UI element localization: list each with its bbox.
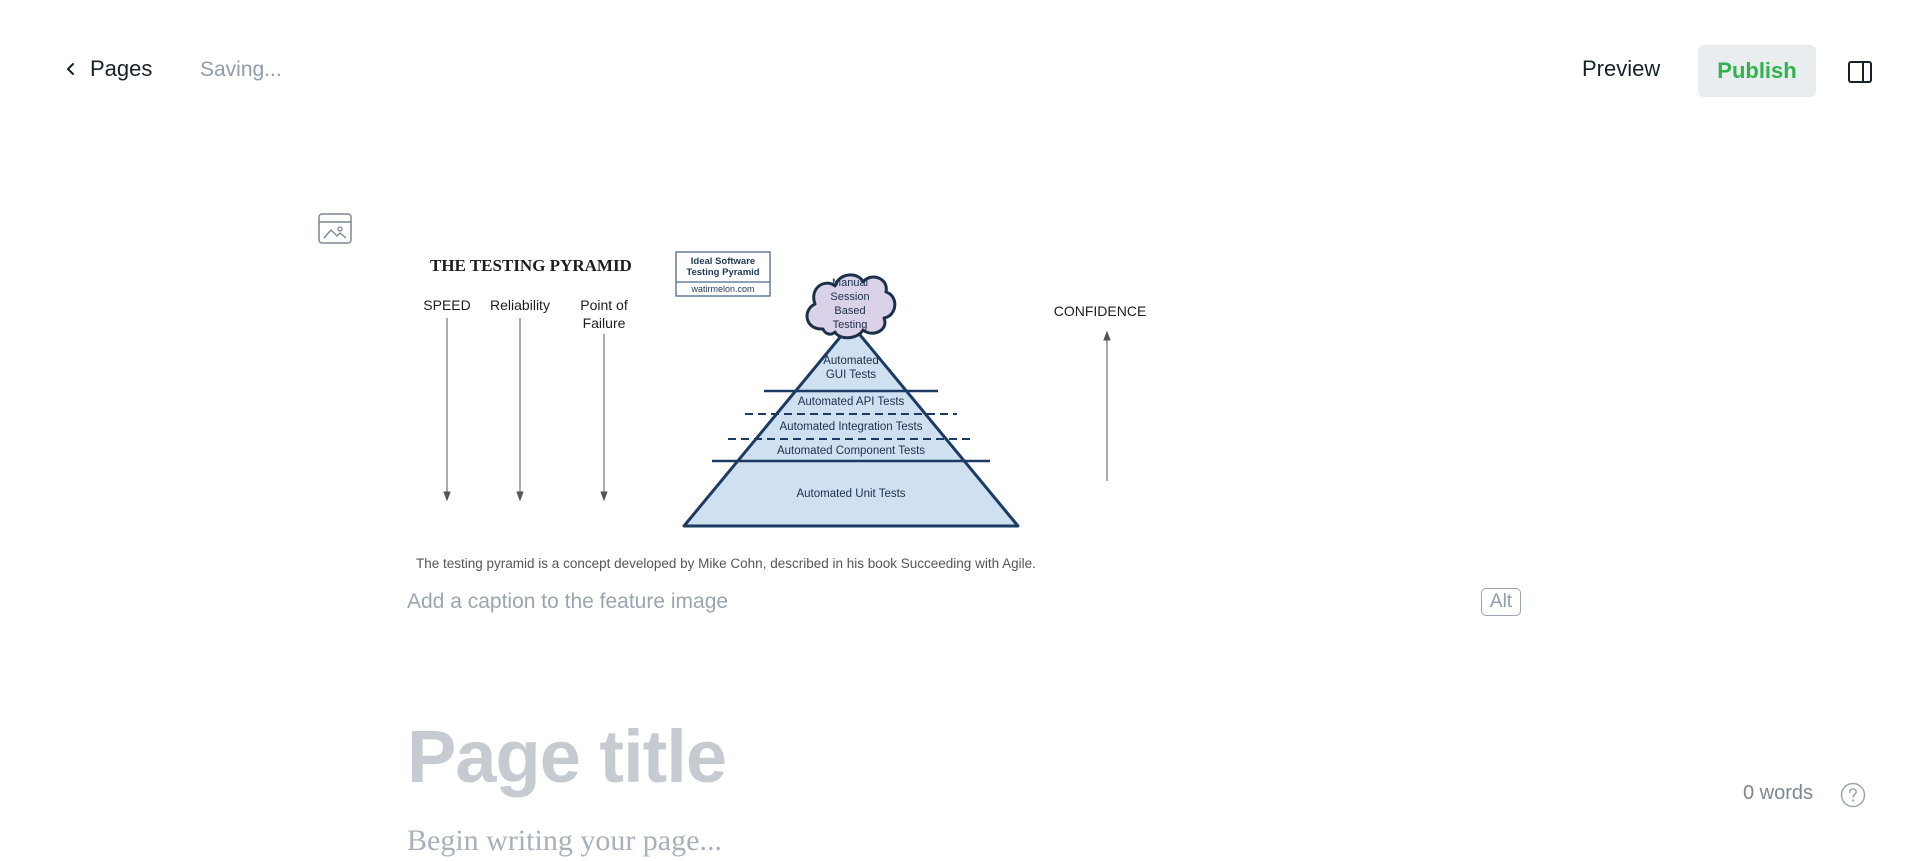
image-icon[interactable] [318, 213, 352, 244]
page-body-editor[interactable]: Begin writing your page... [407, 824, 722, 857]
layer-gui-line-2: GUI Tests [826, 369, 877, 381]
back-label: Pages [90, 56, 153, 81]
feature-image[interactable]: THE TESTING PYRAMID Ideal Software Testi… [407, 244, 1177, 574]
cloud-line-3: Based [834, 305, 865, 317]
help-circle-icon[interactable] [1840, 782, 1866, 808]
testing-pyramid: Automated GUI Tests Automated API Tests … [682, 322, 1020, 528]
back-to-pages-link[interactable]: Pages [64, 56, 152, 82]
chevron-left-icon [67, 63, 74, 75]
label-confidence: CONFIDENCE [1054, 303, 1147, 319]
badge-line-1: Ideal Software [691, 256, 755, 267]
feature-caption-row: Alt [407, 588, 1523, 620]
publish-label: Publish [1717, 58, 1797, 83]
layer-gui-line-1: Automated [823, 355, 879, 367]
image-title: THE TESTING PYRAMID [430, 256, 632, 275]
publish-button[interactable]: Publish [1698, 45, 1816, 97]
editor-topbar: Pages Saving... Preview Publish [0, 0, 1920, 142]
layer-unit: Automated Unit Tests [796, 488, 905, 500]
badge-line-2: Testing Pyramid [686, 267, 759, 278]
image-footnote: The testing pyramid is a concept develop… [416, 556, 1036, 571]
layer-api: Automated API Tests [798, 396, 905, 408]
word-count: 0 words [1743, 782, 1814, 804]
sidebar-toggle-icon[interactable] [1848, 61, 1872, 83]
manual-testing-cloud: Manual Session Based Testing [805, 273, 897, 340]
cloud-line-1: Manual [832, 277, 868, 289]
page-title-input[interactable]: Page title [407, 715, 727, 798]
left-arrows [443, 318, 608, 502]
alt-text-button[interactable]: Alt [1481, 588, 1521, 616]
layer-integration: Automated Integration Tests [780, 421, 923, 433]
label-speed: SPEED [423, 297, 470, 313]
layer-component: Automated Component Tests [777, 445, 925, 457]
preview-button[interactable]: Preview [1582, 56, 1661, 81]
cloud-line-4: Testing [833, 319, 868, 331]
right-arrow [1103, 330, 1111, 481]
saving-status: Saving... [200, 58, 282, 81]
feature-caption-input[interactable] [407, 590, 1407, 614]
label-reliability: Reliability [490, 297, 550, 313]
source-badge: Ideal Software Testing Pyramid watirmelo… [675, 251, 771, 297]
cloud-line-2: Session [830, 291, 869, 303]
label-failure: Failure [583, 315, 626, 331]
badge-source: watirmelon.com [690, 284, 754, 294]
label-point-of: Point of [580, 297, 628, 313]
